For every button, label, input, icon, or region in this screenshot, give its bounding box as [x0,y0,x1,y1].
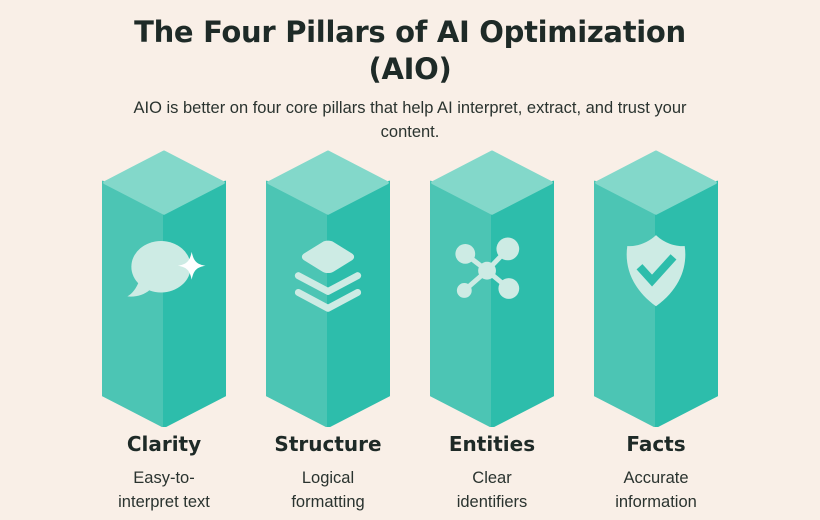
page-subtitle: AIO is better on four core pillars that … [133,99,687,142]
chat-bubble-sparkle-icon [127,241,206,297]
pillars-row: Clarity Easy-to-interpret text Structure… [0,150,820,515]
pillar-title: Structure [274,432,382,456]
pillar-graphic-clarity [102,150,226,427]
pillar-graphic-entities [430,150,554,427]
pillar-description: Logical formatting [291,469,365,511]
pillar-title: Clarity [126,432,202,456]
page-title: The Four Pillars of AI Optimization (AIO… [0,14,820,88]
page-title-line2: (AIO) [368,52,452,87]
pillar-entities: Entities Clear identifiers [410,150,574,515]
pillar-description: Easy-to-interpret text [118,469,210,511]
pillar-description: Clear identifiers [456,469,528,511]
shield-check-icon [626,235,686,307]
pillar-title: Facts [626,432,686,456]
pillar-facts: Facts Accurate information [574,150,738,515]
pillar-clarity: Clarity Easy-to-interpret text [82,150,246,515]
pillar-structure: Structure Logical formatting [246,150,410,515]
pillar-graphic-facts [594,150,718,427]
page-title-line1: The Four Pillars of AI Optimization [134,15,686,49]
pillar-graphic-structure [266,150,390,427]
pillar-description: Accurate information [615,469,697,511]
header: The Four Pillars of AI Optimization (AIO… [0,0,820,145]
network-nodes-icon [455,237,520,299]
pillar-title: Entities [448,432,536,456]
layers-icon [294,240,362,312]
